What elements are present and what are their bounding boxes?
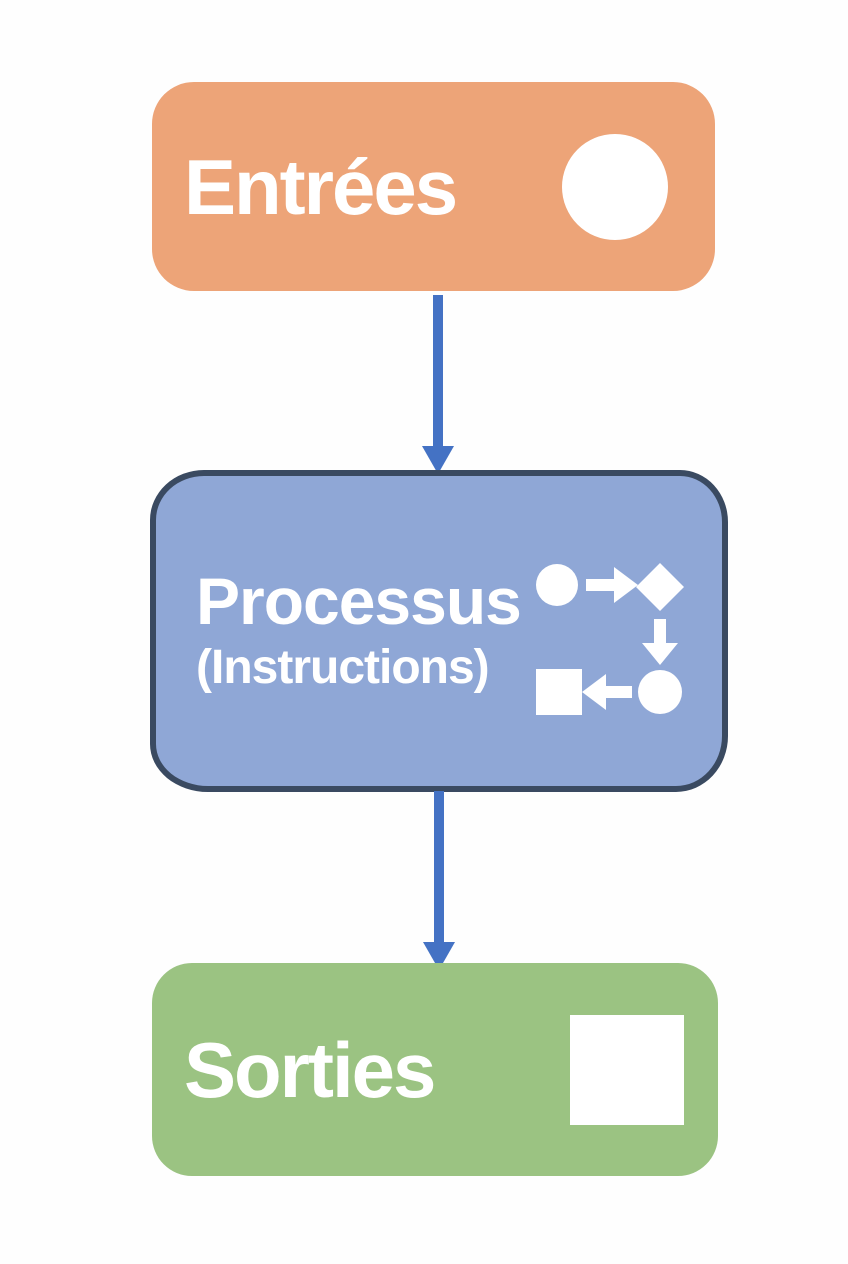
arrow-shaft — [434, 791, 444, 943]
entrees-node: Entrées — [152, 82, 715, 291]
processus-text-block: Processus (Instructions) — [196, 563, 522, 695]
arrow-head-icon — [422, 446, 454, 474]
sorties-label: Sorties — [184, 1025, 436, 1114]
processus-node: Processus (Instructions) — [150, 470, 728, 792]
mini-flowchart-icon — [536, 563, 684, 715]
entrees-label: Entrées — [184, 142, 458, 231]
arrow-shaft — [433, 295, 443, 447]
circle-icon — [562, 133, 668, 240]
processus-sublabel: (Instructions) — [196, 641, 490, 695]
arrow-entrees-to-processus — [422, 295, 454, 474]
arrow-processus-to-sorties — [423, 791, 455, 971]
processus-label: Processus — [196, 563, 522, 638]
sorties-node: Sorties — [152, 963, 718, 1176]
square-icon — [570, 1014, 684, 1125]
